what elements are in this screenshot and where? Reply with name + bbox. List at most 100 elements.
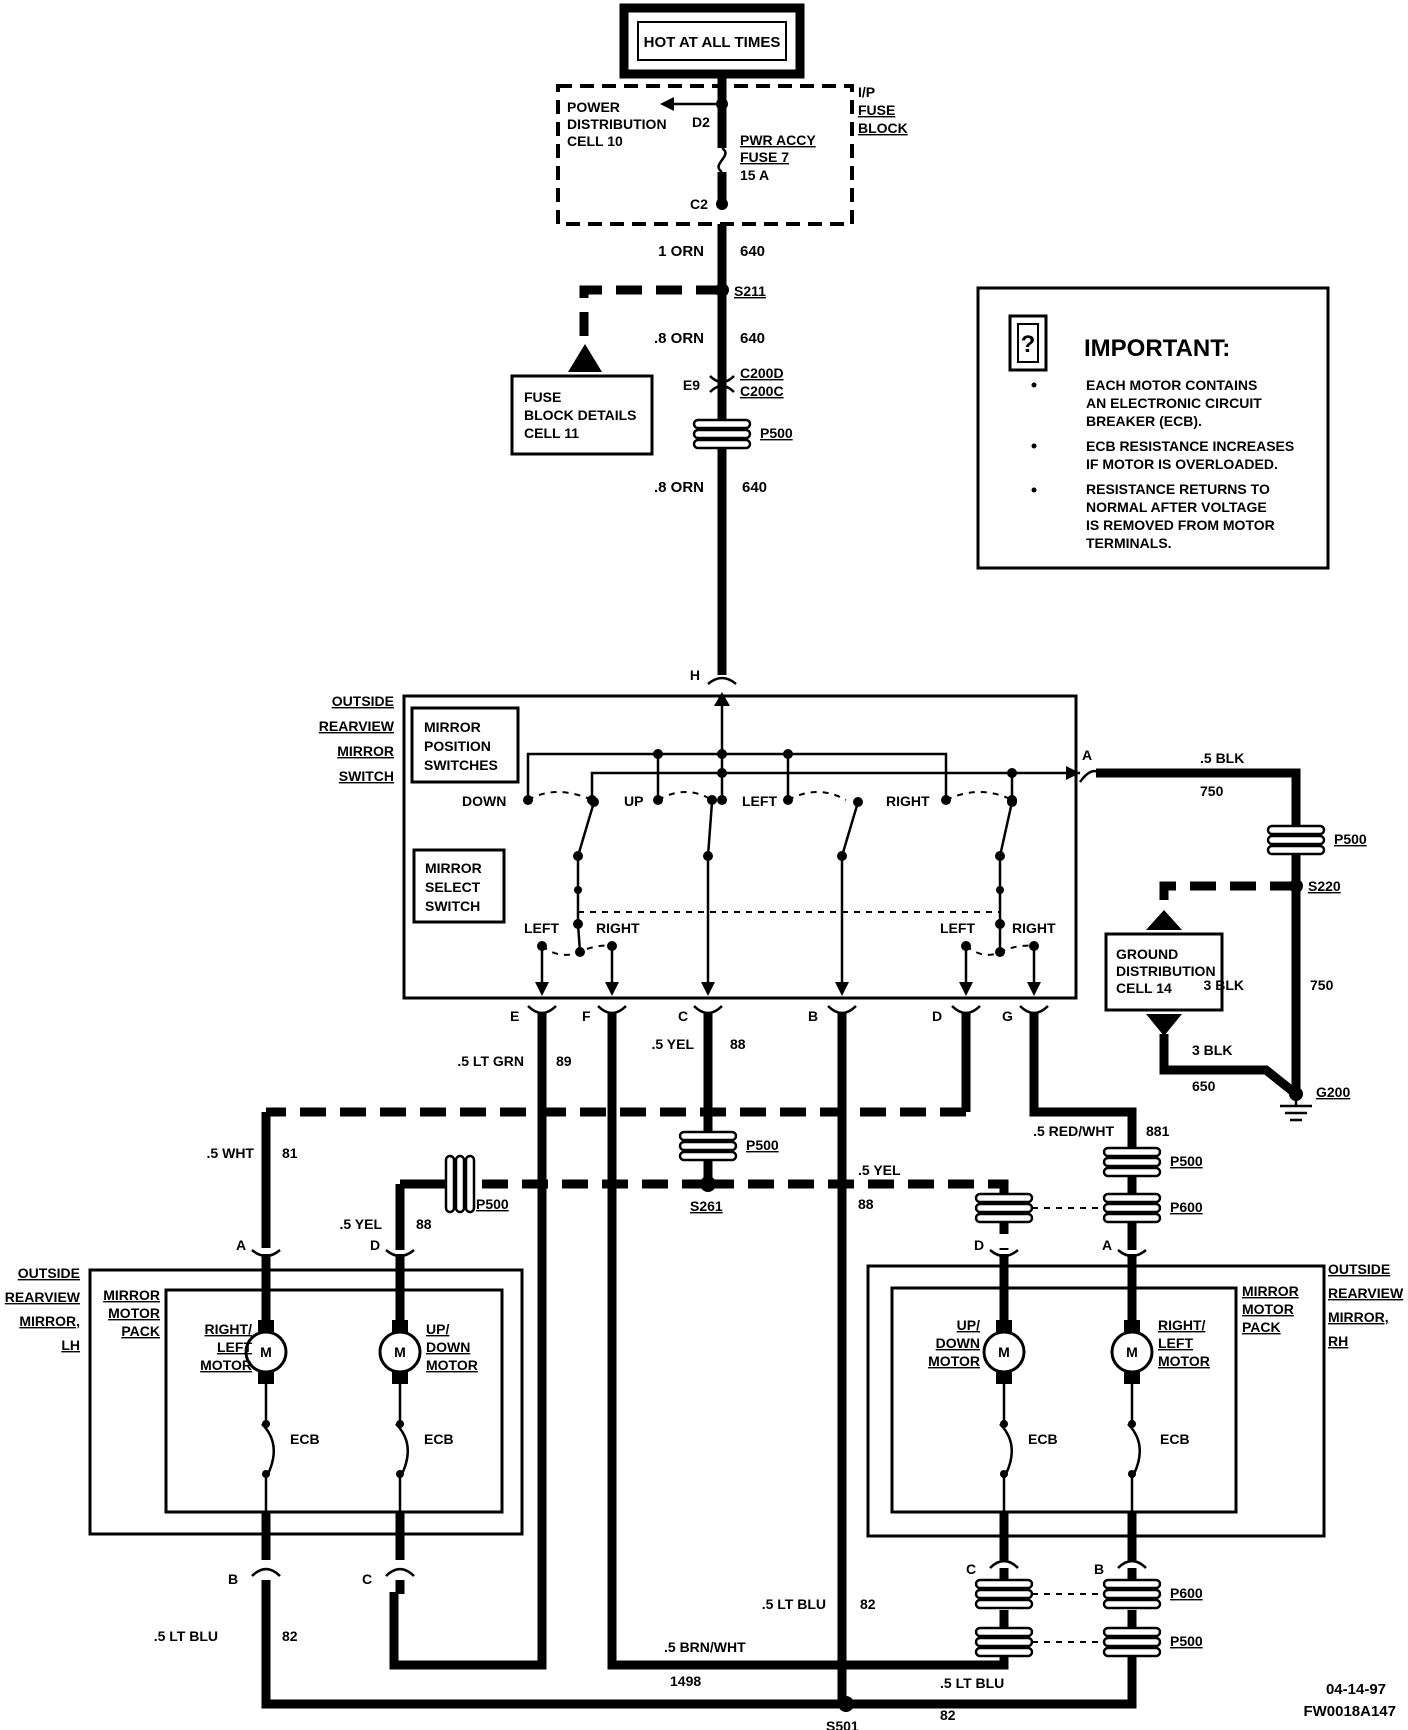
- important-b1-1: EACH MOTOR CONTAINS: [1086, 377, 1257, 393]
- important-b3-4: TERMINALS.: [1086, 535, 1172, 551]
- ip-fuse-block: POWER DISTRIBUTION CELL 10 D2 C2 PWR ACC…: [556, 74, 908, 226]
- lh-ecb1-icon: [261, 1423, 275, 1475]
- sel-left-1: LEFT: [524, 920, 559, 936]
- lh-motor2-3: MOTOR: [426, 1357, 478, 1373]
- distribution-wires: .5 LT GRN 89 .5 BRN/WHT 1498 .5 YEL 88 P…: [154, 1012, 1203, 1730]
- rh-motor1-m: M: [998, 1344, 1010, 1360]
- fuse-details-box: [510, 374, 654, 456]
- down-label: DOWN: [462, 793, 506, 809]
- lh-ecb1-label: ECB: [290, 1431, 320, 1447]
- important-b3-1: RESISTANCE RETURNS TO: [1086, 481, 1270, 497]
- feed-p500-connector: [692, 418, 752, 450]
- pin-h: H: [690, 667, 700, 683]
- rh-yel-circuit: 88: [858, 1196, 874, 1212]
- lh-pack-2: MOTOR: [108, 1305, 160, 1321]
- gnd-dist-1: GROUND: [1116, 946, 1178, 962]
- lh-pack-3: PACK: [121, 1323, 160, 1339]
- rh-p500-top-label: P500: [1170, 1153, 1203, 1169]
- pin-f: F: [582, 1008, 591, 1024]
- lh-ecb2-label: ECB: [424, 1431, 454, 1447]
- fuse-name-1: PWR ACCY: [740, 132, 816, 148]
- rh-ecb1-icon: [999, 1423, 1013, 1475]
- info-icon: ?: [1021, 331, 1036, 358]
- center-p500-connector: [678, 1130, 738, 1162]
- rh-p500-bottom-label: P500: [1170, 1633, 1203, 1649]
- rh-mirror: OUTSIDE REARVIEW MIRROR, RH MIRROR MOTOR…: [866, 1237, 1404, 1580]
- lh-motor2-m: M: [394, 1344, 406, 1360]
- rh-pack-2: MOTOR: [1242, 1301, 1294, 1317]
- fuse-details-3: CELL 11: [524, 425, 579, 441]
- switch-side-1: OUTSIDE: [332, 693, 394, 709]
- rh-p600-bottom-label: P600: [1170, 1585, 1203, 1601]
- position-line-3: SWITCHES: [424, 757, 498, 773]
- lh-pin-c: C: [362, 1571, 372, 1587]
- position-line-2: POSITION: [424, 738, 491, 754]
- feed-w1-circuit: 640: [740, 243, 765, 260]
- switch-side-2: REARVIEW: [319, 718, 395, 734]
- lh-mirror: OUTSIDE REARVIEW MIRROR, LH MIRROR MOTOR…: [5, 1237, 524, 1594]
- pdc-line-1: POWER: [567, 99, 620, 115]
- rh-pin-d: D: [974, 1237, 984, 1253]
- bus-arrow-icon: [714, 692, 730, 706]
- fuse-block-side-2: FUSE: [858, 102, 895, 118]
- lh-pack-1: MIRROR: [103, 1287, 160, 1303]
- rh-motor2-3: MOTOR: [1158, 1353, 1210, 1369]
- rh-motor1-1: UP/: [957, 1317, 980, 1333]
- rh-p600-top-connector: [974, 1192, 1162, 1224]
- feed-w2-circuit: 640: [740, 330, 765, 347]
- lh-ecb2-icon: [395, 1423, 409, 1475]
- fuse-details-1: FUSE: [524, 389, 561, 405]
- gnd-w1-circuit: 750: [1200, 783, 1224, 799]
- s220-label: S220: [1308, 878, 1341, 894]
- important-title: IMPORTANT:: [1084, 335, 1230, 362]
- g200-label: G200: [1316, 1084, 1350, 1100]
- pin-d2: D2: [692, 114, 710, 130]
- c200d-label: C200D: [740, 365, 784, 381]
- ground-dist-box: [1104, 932, 1224, 1012]
- switch-side-4: SWITCH: [339, 768, 394, 784]
- lh-motor1-m: M: [260, 1344, 272, 1360]
- pin-e: E: [510, 1008, 519, 1024]
- s211-label: S211: [734, 283, 766, 299]
- wht-size: .5 WHT: [207, 1145, 255, 1161]
- gnd-w2-size: 3 BLK: [1204, 977, 1244, 993]
- gnd-dist-2: DISTRIBUTION: [1116, 963, 1216, 979]
- rh-pin-c: C: [966, 1561, 976, 1577]
- select-switch-box: [412, 848, 506, 924]
- pin-d: D: [932, 1008, 942, 1024]
- gnd-w2-circuit: 750: [1310, 977, 1334, 993]
- pdc-line-3: CELL 10: [567, 133, 623, 149]
- lh-motor2-1: UP/: [426, 1321, 449, 1337]
- lh-side-3: MIRROR,: [19, 1313, 80, 1329]
- mirror-switch: OUTSIDE REARVIEW MIRROR SWITCH MIRROR PO…: [319, 692, 1092, 1024]
- feed-w3-circuit: 640: [742, 479, 767, 496]
- footer-date: 04-14-97: [1326, 1681, 1386, 1698]
- arrow-icon: [660, 97, 674, 111]
- pin-c2: C2: [690, 196, 708, 212]
- rh-motor2-m: M: [1126, 1344, 1138, 1360]
- center-p500-label: P500: [746, 1137, 779, 1153]
- position-line-1: MIRROR: [424, 719, 481, 735]
- gnd-w3-circuit: 650: [1192, 1078, 1216, 1094]
- s261-label: S261: [690, 1198, 723, 1214]
- switch-side-3: MIRROR: [337, 743, 394, 759]
- important-b3-2: NORMAL AFTER VOLTAGE: [1086, 499, 1267, 515]
- c2-node: [716, 198, 728, 210]
- brnwht-circuit: 1498: [670, 1673, 701, 1689]
- feed-w2-size: .8 ORN: [654, 330, 704, 347]
- pin-g: G: [1002, 1008, 1013, 1024]
- brnwht-size: .5 BRN/WHT: [664, 1639, 746, 1655]
- redwht-circuit: 881: [1146, 1123, 1170, 1139]
- rh-pack-3: PACK: [1242, 1319, 1281, 1335]
- wht-circuit: 81: [282, 1145, 298, 1161]
- lh-side-1: OUTSIDE: [18, 1265, 80, 1281]
- ltblu-mid-size: .5 LT BLU: [762, 1596, 826, 1612]
- select-line-2: SELECT: [425, 879, 481, 895]
- rh-side-3: MIRROR,: [1328, 1309, 1389, 1325]
- fuse-7: [717, 146, 727, 174]
- lh-motor1-3: MOTOR: [200, 1357, 252, 1373]
- gnd-dist-3: CELL 14: [1116, 980, 1172, 996]
- lh-yel-size: .5 YEL: [339, 1216, 382, 1232]
- hot-label: HOT AT ALL TIMES: [644, 34, 781, 51]
